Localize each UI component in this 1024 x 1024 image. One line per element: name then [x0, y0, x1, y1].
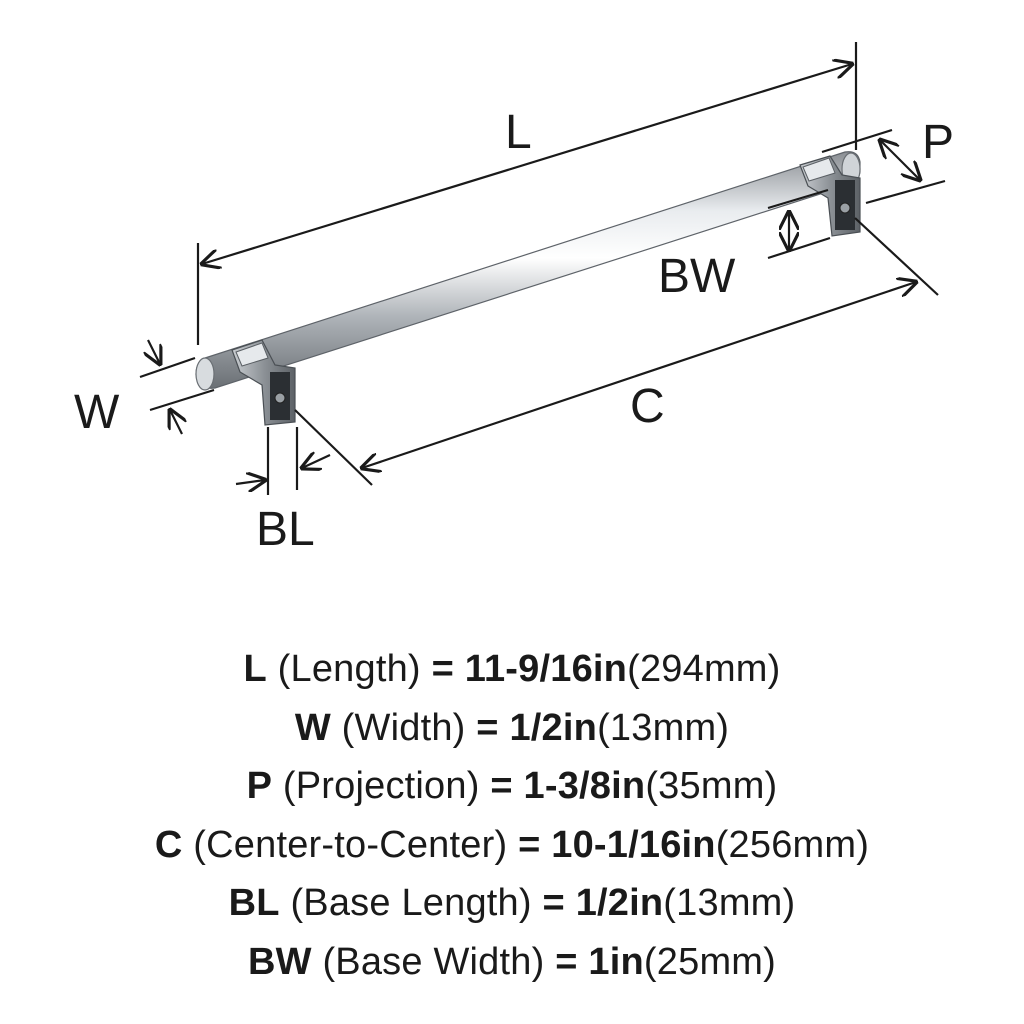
- dimension-diagram: L P BW C W BL: [74, 42, 954, 556]
- spec-name: (Base Length): [290, 882, 532, 924]
- spec-equals: =: [555, 940, 578, 983]
- w-arrow-top: [148, 339, 160, 364]
- spec-equals: =: [542, 882, 565, 924]
- spec-name: (Base Width): [322, 940, 545, 983]
- spec-name: (Width): [341, 706, 466, 749]
- spec-equals: =: [476, 706, 499, 749]
- bl-arrow-right: [302, 455, 331, 468]
- spec-mm: (13mm): [663, 882, 796, 924]
- p-extension-top: [821, 128, 893, 154]
- spec-width: W (Width) = 1/2in(13mm): [0, 699, 1024, 758]
- l-dimension-line: [202, 64, 852, 264]
- spec-mm: (25mm): [643, 940, 777, 983]
- label-bw: BW: [658, 250, 736, 303]
- spec-base-width: BW (Base Width) = 1in(25mm): [0, 933, 1024, 992]
- spec-abbr: P: [246, 765, 273, 807]
- label-w: W: [74, 386, 120, 439]
- spec-name: (Center-to-Center): [193, 823, 508, 866]
- bar-pull-image: [195, 151, 861, 426]
- spec-equals: =: [490, 765, 513, 807]
- spec-equals: =: [431, 648, 454, 690]
- spec-inch: 11-9/16in: [464, 648, 628, 690]
- spec-mm: (35mm): [645, 765, 778, 807]
- spec-base-length: BL (Base Length) = 1/2in(13mm): [0, 874, 1024, 933]
- c-extension-left: [294, 409, 373, 486]
- spec-abbr: BL: [228, 882, 280, 924]
- right-screw: [839, 202, 851, 214]
- label-l: L: [505, 106, 532, 159]
- w-arrow-bottom: [170, 410, 182, 435]
- pull-bar: [195, 151, 861, 389]
- bw-extension-bottom: [767, 236, 831, 260]
- c-dimension-line: [362, 282, 916, 468]
- spec-abbr: W: [294, 706, 331, 749]
- spec-projection: P (Projection) = 1-3/8in(35mm): [0, 757, 1024, 816]
- spec-mm: (13mm): [597, 706, 730, 749]
- c-extension-right: [854, 217, 939, 296]
- spec-name: (Length): [277, 648, 421, 690]
- w-extension-top: [139, 356, 196, 379]
- bar-end-left: [195, 357, 215, 391]
- spec-length: L (Length) = 11-9/16in(294mm): [0, 640, 1024, 699]
- spec-name: (Projection): [282, 765, 480, 807]
- p-extension-bottom: [865, 179, 946, 205]
- spec-inch: 1-3/8in: [523, 765, 646, 807]
- spec-abbr: BW: [247, 940, 312, 983]
- spec-abbr: L: [243, 648, 267, 690]
- spec-equals: =: [518, 823, 541, 866]
- bw-extension-top: [767, 188, 829, 210]
- spec-center-to-center: C (Center-to-Center) = 10-1/16in(256mm): [0, 816, 1024, 875]
- left-screw: [274, 392, 286, 404]
- label-c: C: [630, 380, 665, 433]
- spec-mm: (294mm): [627, 648, 781, 690]
- spec-inch: 1in: [588, 940, 644, 983]
- spec-inch: 1/2in: [575, 882, 664, 924]
- spec-mm: (256mm): [715, 823, 870, 866]
- bl-arrow-left: [235, 480, 265, 484]
- spec-abbr: C: [154, 823, 183, 866]
- w-extension-bottom: [149, 388, 215, 412]
- dimension-lines: [139, 42, 946, 495]
- p-dimension-line: [880, 140, 920, 180]
- spec-inch: 10-1/16in: [551, 823, 716, 866]
- label-p: P: [922, 116, 954, 169]
- label-bl: BL: [256, 503, 315, 556]
- spec-inch: 1/2in: [509, 706, 598, 749]
- specifications-list: L (Length) = 11-9/16in(294mm) W (Width) …: [0, 640, 1024, 991]
